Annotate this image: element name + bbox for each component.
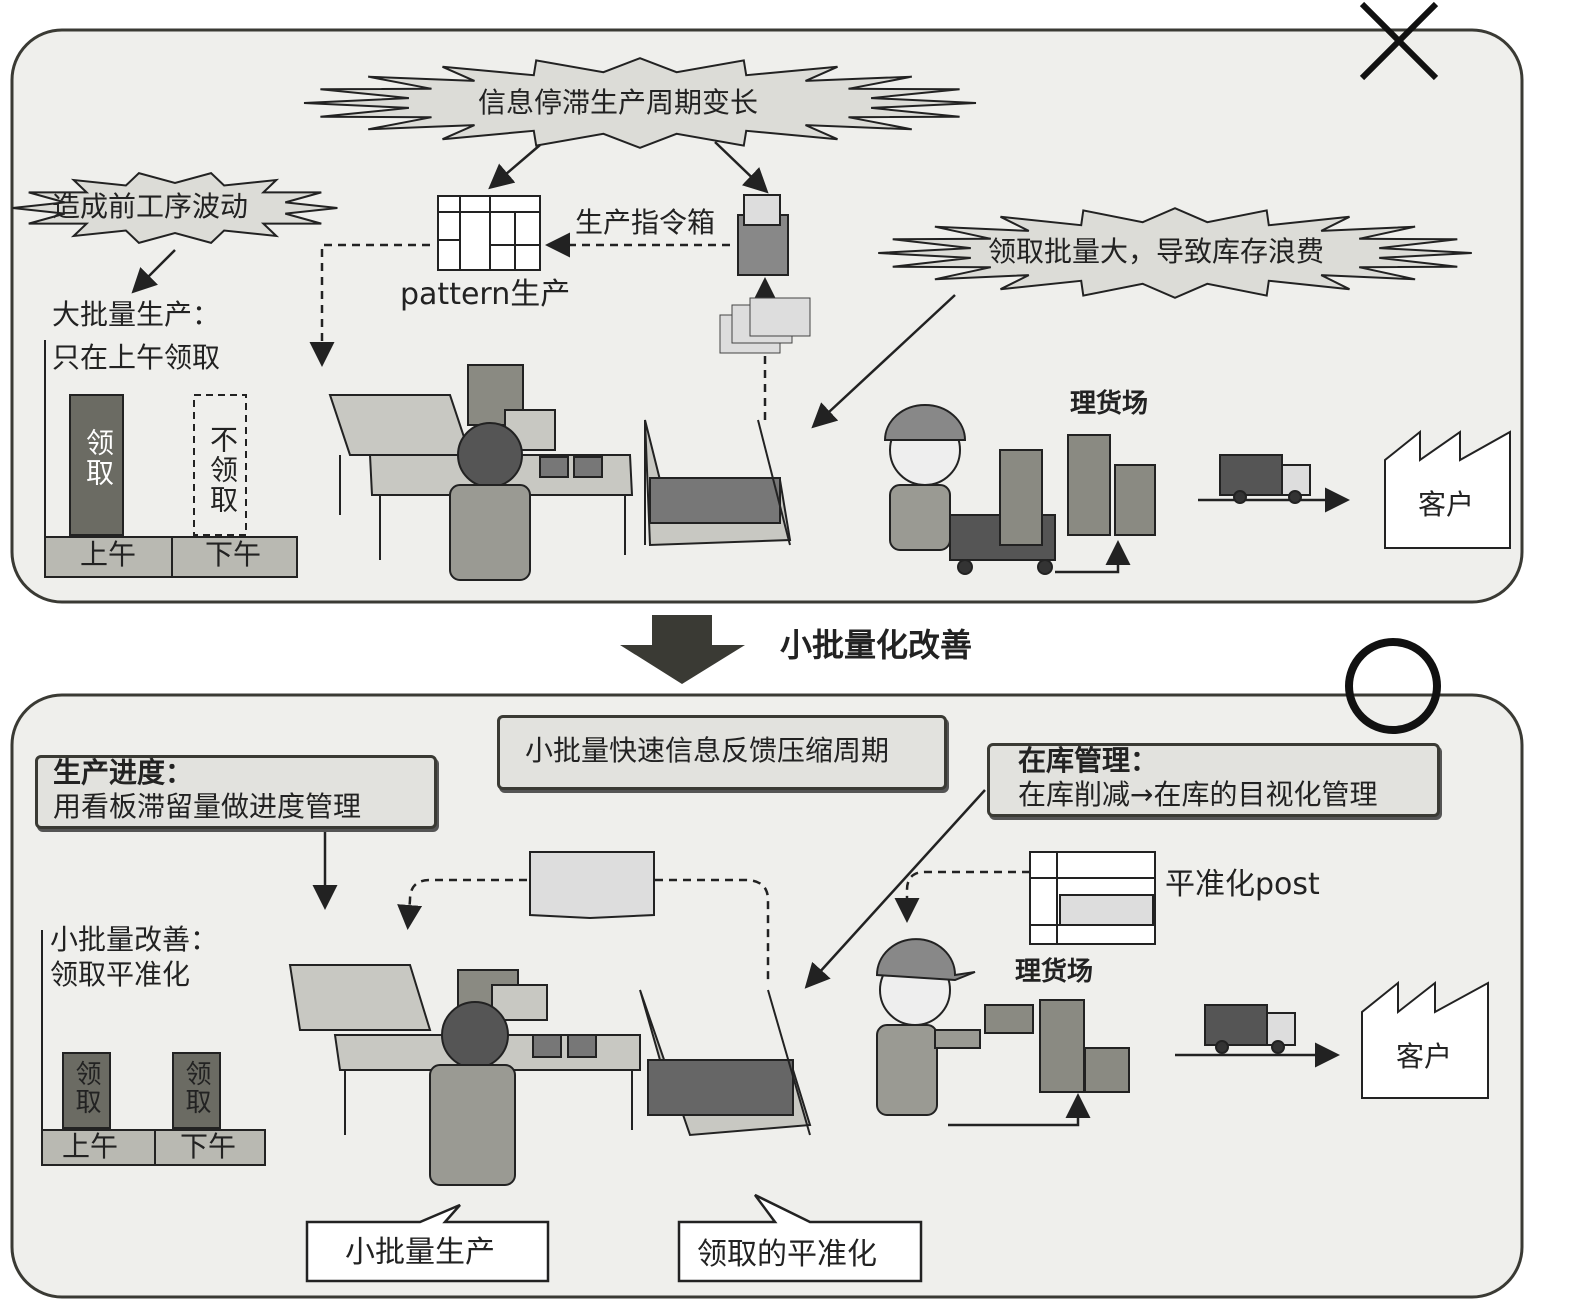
stock-text: 在库削减→在库的目视化管理 xyxy=(1018,778,1378,811)
callout-small-batch-shape xyxy=(305,1203,550,1283)
kanban-sheet-icon xyxy=(529,851,655,920)
bar-am xyxy=(62,1052,111,1129)
top-am-label: 上午 xyxy=(80,538,137,571)
burst-batch-shape xyxy=(878,207,1472,299)
bottom-bar-pm-label: 领取 xyxy=(181,1060,211,1116)
bottom-worker-illustration xyxy=(875,938,1130,1116)
pattern-board-icon xyxy=(437,195,541,271)
top-worker-illustration xyxy=(883,404,1156,575)
burst-cycle-text: 信息停滞生产周期变长 xyxy=(478,86,759,119)
bottom-yard-label: 理货场 xyxy=(1015,957,1094,987)
stock-title: 在库管理： xyxy=(1018,744,1159,777)
progress-title: 生产进度： xyxy=(53,756,194,789)
bar-am xyxy=(69,394,124,536)
top-chart-title-1: 大批量生产： xyxy=(52,298,221,331)
callout-leveling-shape xyxy=(677,1193,923,1283)
leveling-post-icon xyxy=(1029,851,1156,945)
center-info-box: 小批量快速信息反馈压缩周期 xyxy=(497,715,947,790)
bottom-truck-icon xyxy=(1204,1004,1296,1054)
top-chart xyxy=(44,340,298,578)
pattern-label: pattern生产 xyxy=(400,277,571,312)
center-info-text: 小批量快速信息反馈压缩周期 xyxy=(525,734,890,767)
bottom-arrows xyxy=(312,789,1340,1127)
bar-pm xyxy=(172,1052,221,1129)
burst-batch-text: 领取批量大，导致库存浪费 xyxy=(988,235,1325,268)
top-chart-title-2: 只在上午领取 xyxy=(52,341,221,374)
top-yard-label: 理货场 xyxy=(1070,389,1149,419)
transition-label: 小批量化改善 xyxy=(780,626,973,664)
bottom-pm-label: 下午 xyxy=(180,1130,237,1163)
top-workstation-illustration xyxy=(328,364,792,581)
top-customer-factory-icon xyxy=(1384,429,1511,549)
top-arrows xyxy=(131,141,1350,574)
callout-small-batch-text: 小批量生产 xyxy=(345,1235,495,1270)
bottom-chart-title-1: 小批量改善： xyxy=(50,923,219,956)
down-arrow-icon xyxy=(620,615,745,684)
top-pm-label: 下午 xyxy=(205,538,262,571)
burst-cycle-shape xyxy=(303,57,977,149)
top-bar-am-label: 领取 xyxy=(82,428,115,488)
bottom-customer-label: 客户 xyxy=(1396,1040,1453,1073)
progress-text: 用看板滞留量做进度管理 xyxy=(53,790,362,823)
bar-pm xyxy=(193,394,247,536)
burst-fluctuation-text: 造成前工序波动 xyxy=(52,190,249,223)
instruction-box-icon xyxy=(737,194,789,276)
instruction-box-label: 生产指令箱 xyxy=(575,206,716,239)
bottom-workstation-illustration xyxy=(288,964,812,1186)
top-bar-pm-label: 不领取 xyxy=(206,425,239,515)
x-mark-icon xyxy=(1359,1,1439,81)
o-mark-icon xyxy=(1345,638,1441,734)
bottom-chart-title-2: 领取平准化 xyxy=(50,958,191,991)
post-label: 平准化post xyxy=(1165,867,1320,902)
burst-fluctuation-shape xyxy=(12,171,338,245)
callout-leveling-text: 领取的平准化 xyxy=(697,1237,877,1272)
bottom-am-label: 上午 xyxy=(62,1130,119,1163)
top-truck-icon xyxy=(1219,454,1311,504)
bottom-chart xyxy=(41,930,266,1166)
kanban-cards-icon xyxy=(719,297,811,354)
bottom-panel xyxy=(10,693,1524,1299)
progress-box: 生产进度： 用看板滞留量做进度管理 xyxy=(35,755,437,829)
top-customer-label: 客户 xyxy=(1418,488,1475,521)
stock-box: 在库管理： 在库削减→在库的目视化管理 xyxy=(987,743,1440,817)
bottom-bar-am-label: 领取 xyxy=(71,1060,101,1116)
bottom-customer-factory-icon xyxy=(1361,980,1489,1099)
